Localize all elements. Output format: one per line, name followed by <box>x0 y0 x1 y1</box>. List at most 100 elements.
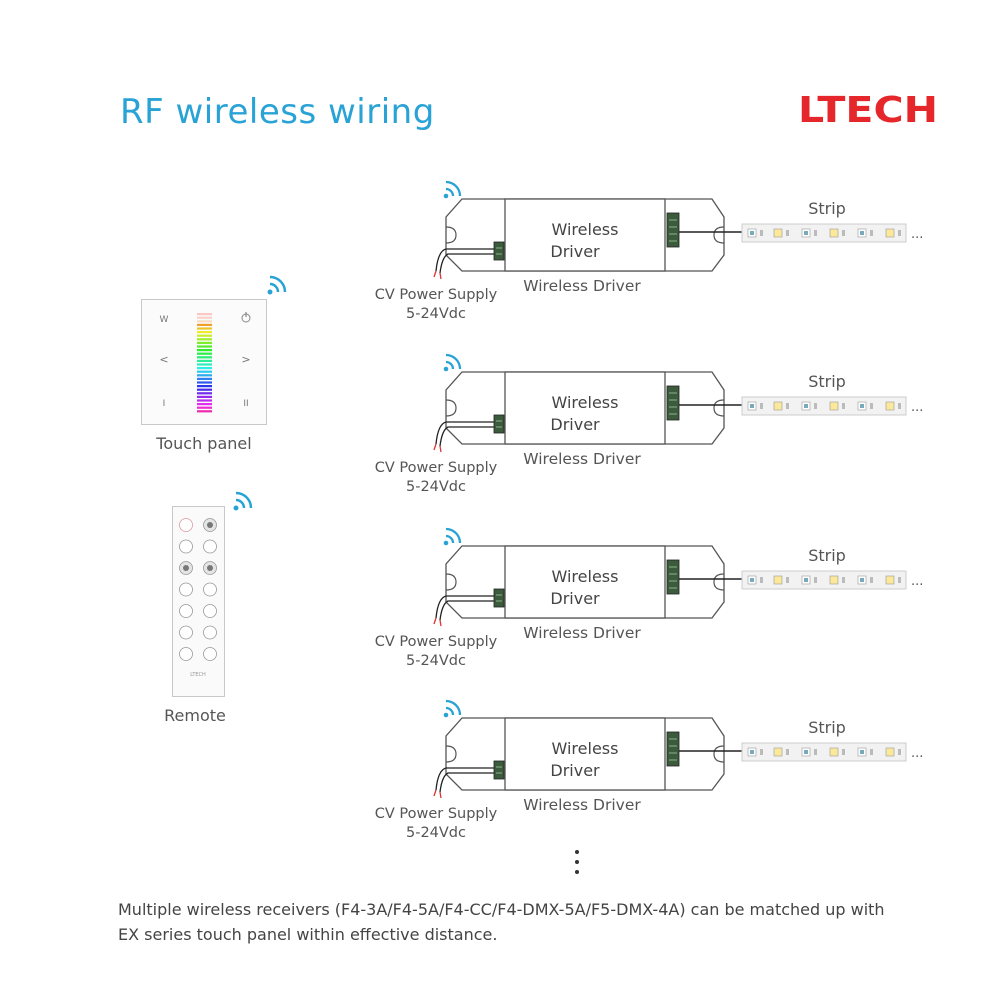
driver-caption: Wireless Driver <box>523 624 641 642</box>
strip-label: Strip <box>808 718 846 737</box>
strip-resistor <box>814 577 817 583</box>
footer-note: Multiple wireless receivers (F4-3A/F4-5A… <box>118 897 978 947</box>
strip-resistor <box>842 749 845 755</box>
driver-housing <box>445 198 725 272</box>
color-slider-segment <box>197 341 212 344</box>
led-chip-core <box>860 578 864 582</box>
remote-button <box>179 518 193 532</box>
strip-resistor <box>870 749 873 755</box>
remote-button <box>203 604 217 618</box>
footer-line-1: Multiple wireless receivers (F4-3A/F4-5A… <box>118 900 885 919</box>
driver-name-line-1: Wireless <box>552 393 619 412</box>
led-strip <box>741 570 907 590</box>
more-receivers-ellipsis <box>573 848 581 880</box>
input-terminal <box>493 241 505 261</box>
power-input-wires <box>433 767 494 799</box>
driver-name-line-1: Wireless <box>552 567 619 586</box>
led-chip-core <box>750 404 754 408</box>
color-slider-segment <box>197 410 212 413</box>
remote-button <box>179 539 193 554</box>
strip-label: Strip <box>808 199 846 218</box>
led-strip <box>741 396 907 416</box>
power-supply-voltage: 5-24Vdc <box>406 653 466 669</box>
input-terminal <box>493 588 505 608</box>
touch-panel-label: Touch panel <box>156 434 252 453</box>
output-terminal <box>666 559 680 595</box>
led-chip <box>829 401 839 411</box>
color-slider-segment <box>197 370 212 373</box>
driver-row: ... Wireless Driver Wireless Driver CV P… <box>0 522 1000 692</box>
color-slider-segment <box>197 385 212 388</box>
remote-button <box>179 582 193 597</box>
led-chip-core <box>804 578 808 582</box>
color-slider-segment <box>197 395 212 398</box>
strip-continuation: ... <box>911 227 923 242</box>
led-chip-core <box>804 231 808 235</box>
touch-panel-signal-icon <box>262 270 292 304</box>
strip-resistor <box>786 749 789 755</box>
color-slider-segment <box>197 349 212 352</box>
strip-resistor <box>760 403 763 409</box>
power-supply-label: CV Power Supply <box>375 460 498 476</box>
color-slider-segment <box>197 374 212 377</box>
output-terminal <box>666 385 680 421</box>
strip-resistor <box>760 749 763 755</box>
led-chip <box>829 228 839 238</box>
strip-resistor <box>814 403 817 409</box>
remote-button <box>203 625 217 640</box>
output-terminal <box>666 731 680 767</box>
driver-row: ... Wireless Driver Wireless Driver CV P… <box>0 348 1000 518</box>
strip-resistor <box>842 230 845 236</box>
color-slider-segment <box>197 403 212 406</box>
key-off: II <box>243 399 248 409</box>
logo-text: LTECH <box>798 92 938 126</box>
driver-name-line-2: Driver <box>550 761 600 780</box>
driver-housing <box>445 717 725 791</box>
power-input-wires <box>433 421 494 453</box>
remote-button <box>179 625 193 640</box>
strip-resistor <box>870 403 873 409</box>
power-supply-voltage: 5-24Vdc <box>406 479 466 495</box>
strip-resistor <box>898 577 901 583</box>
remote-control: LTECH <box>172 506 228 704</box>
driver-name-line-2: Driver <box>550 242 600 261</box>
driver-signal-icon <box>443 353 462 372</box>
color-slider-segment <box>197 327 212 330</box>
led-chip <box>885 401 895 411</box>
strip-resistor <box>870 577 873 583</box>
strip-resistor <box>786 230 789 236</box>
remote-brand: LTECH <box>190 672 206 678</box>
page-title: RF wireless wiring <box>120 92 435 132</box>
color-slider-segment <box>197 367 212 370</box>
strip-resistor <box>842 403 845 409</box>
driver-name-line-1: Wireless <box>552 739 619 758</box>
strip-resistor <box>898 403 901 409</box>
touch-panel: W < > I II <box>141 299 301 433</box>
led-chip-core <box>860 750 864 754</box>
key-left: < <box>159 353 168 366</box>
color-slider-segment <box>197 399 212 402</box>
strip-resistor <box>760 577 763 583</box>
driver-row: ... Wireless Driver Wireless Driver CV P… <box>0 175 1000 345</box>
footer-line-2: EX series touch panel within effective d… <box>118 925 498 944</box>
ltech-logo: LTECH <box>798 90 940 131</box>
color-slider-segment <box>197 323 212 326</box>
driver-name-line-1: Wireless <box>552 220 619 239</box>
driver-housing <box>445 371 725 445</box>
led-chip <box>885 575 895 585</box>
remote-button <box>179 604 193 618</box>
power-input-wires <box>433 248 494 280</box>
led-chip <box>773 228 783 238</box>
color-slider-segment <box>197 381 212 384</box>
driver-row: ... Wireless Driver Wireless Driver CV P… <box>0 694 1000 864</box>
driver-caption: Wireless Driver <box>523 277 641 295</box>
color-slider-segment <box>197 352 212 355</box>
remote-buttons <box>179 518 217 661</box>
led-chip-core <box>750 231 754 235</box>
driver-caption: Wireless Driver <box>523 450 641 468</box>
led-chip <box>773 575 783 585</box>
remote-button-dot <box>183 565 189 571</box>
strip-resistor <box>814 230 817 236</box>
color-slider-segment <box>197 363 212 366</box>
led-chip-core <box>750 750 754 754</box>
